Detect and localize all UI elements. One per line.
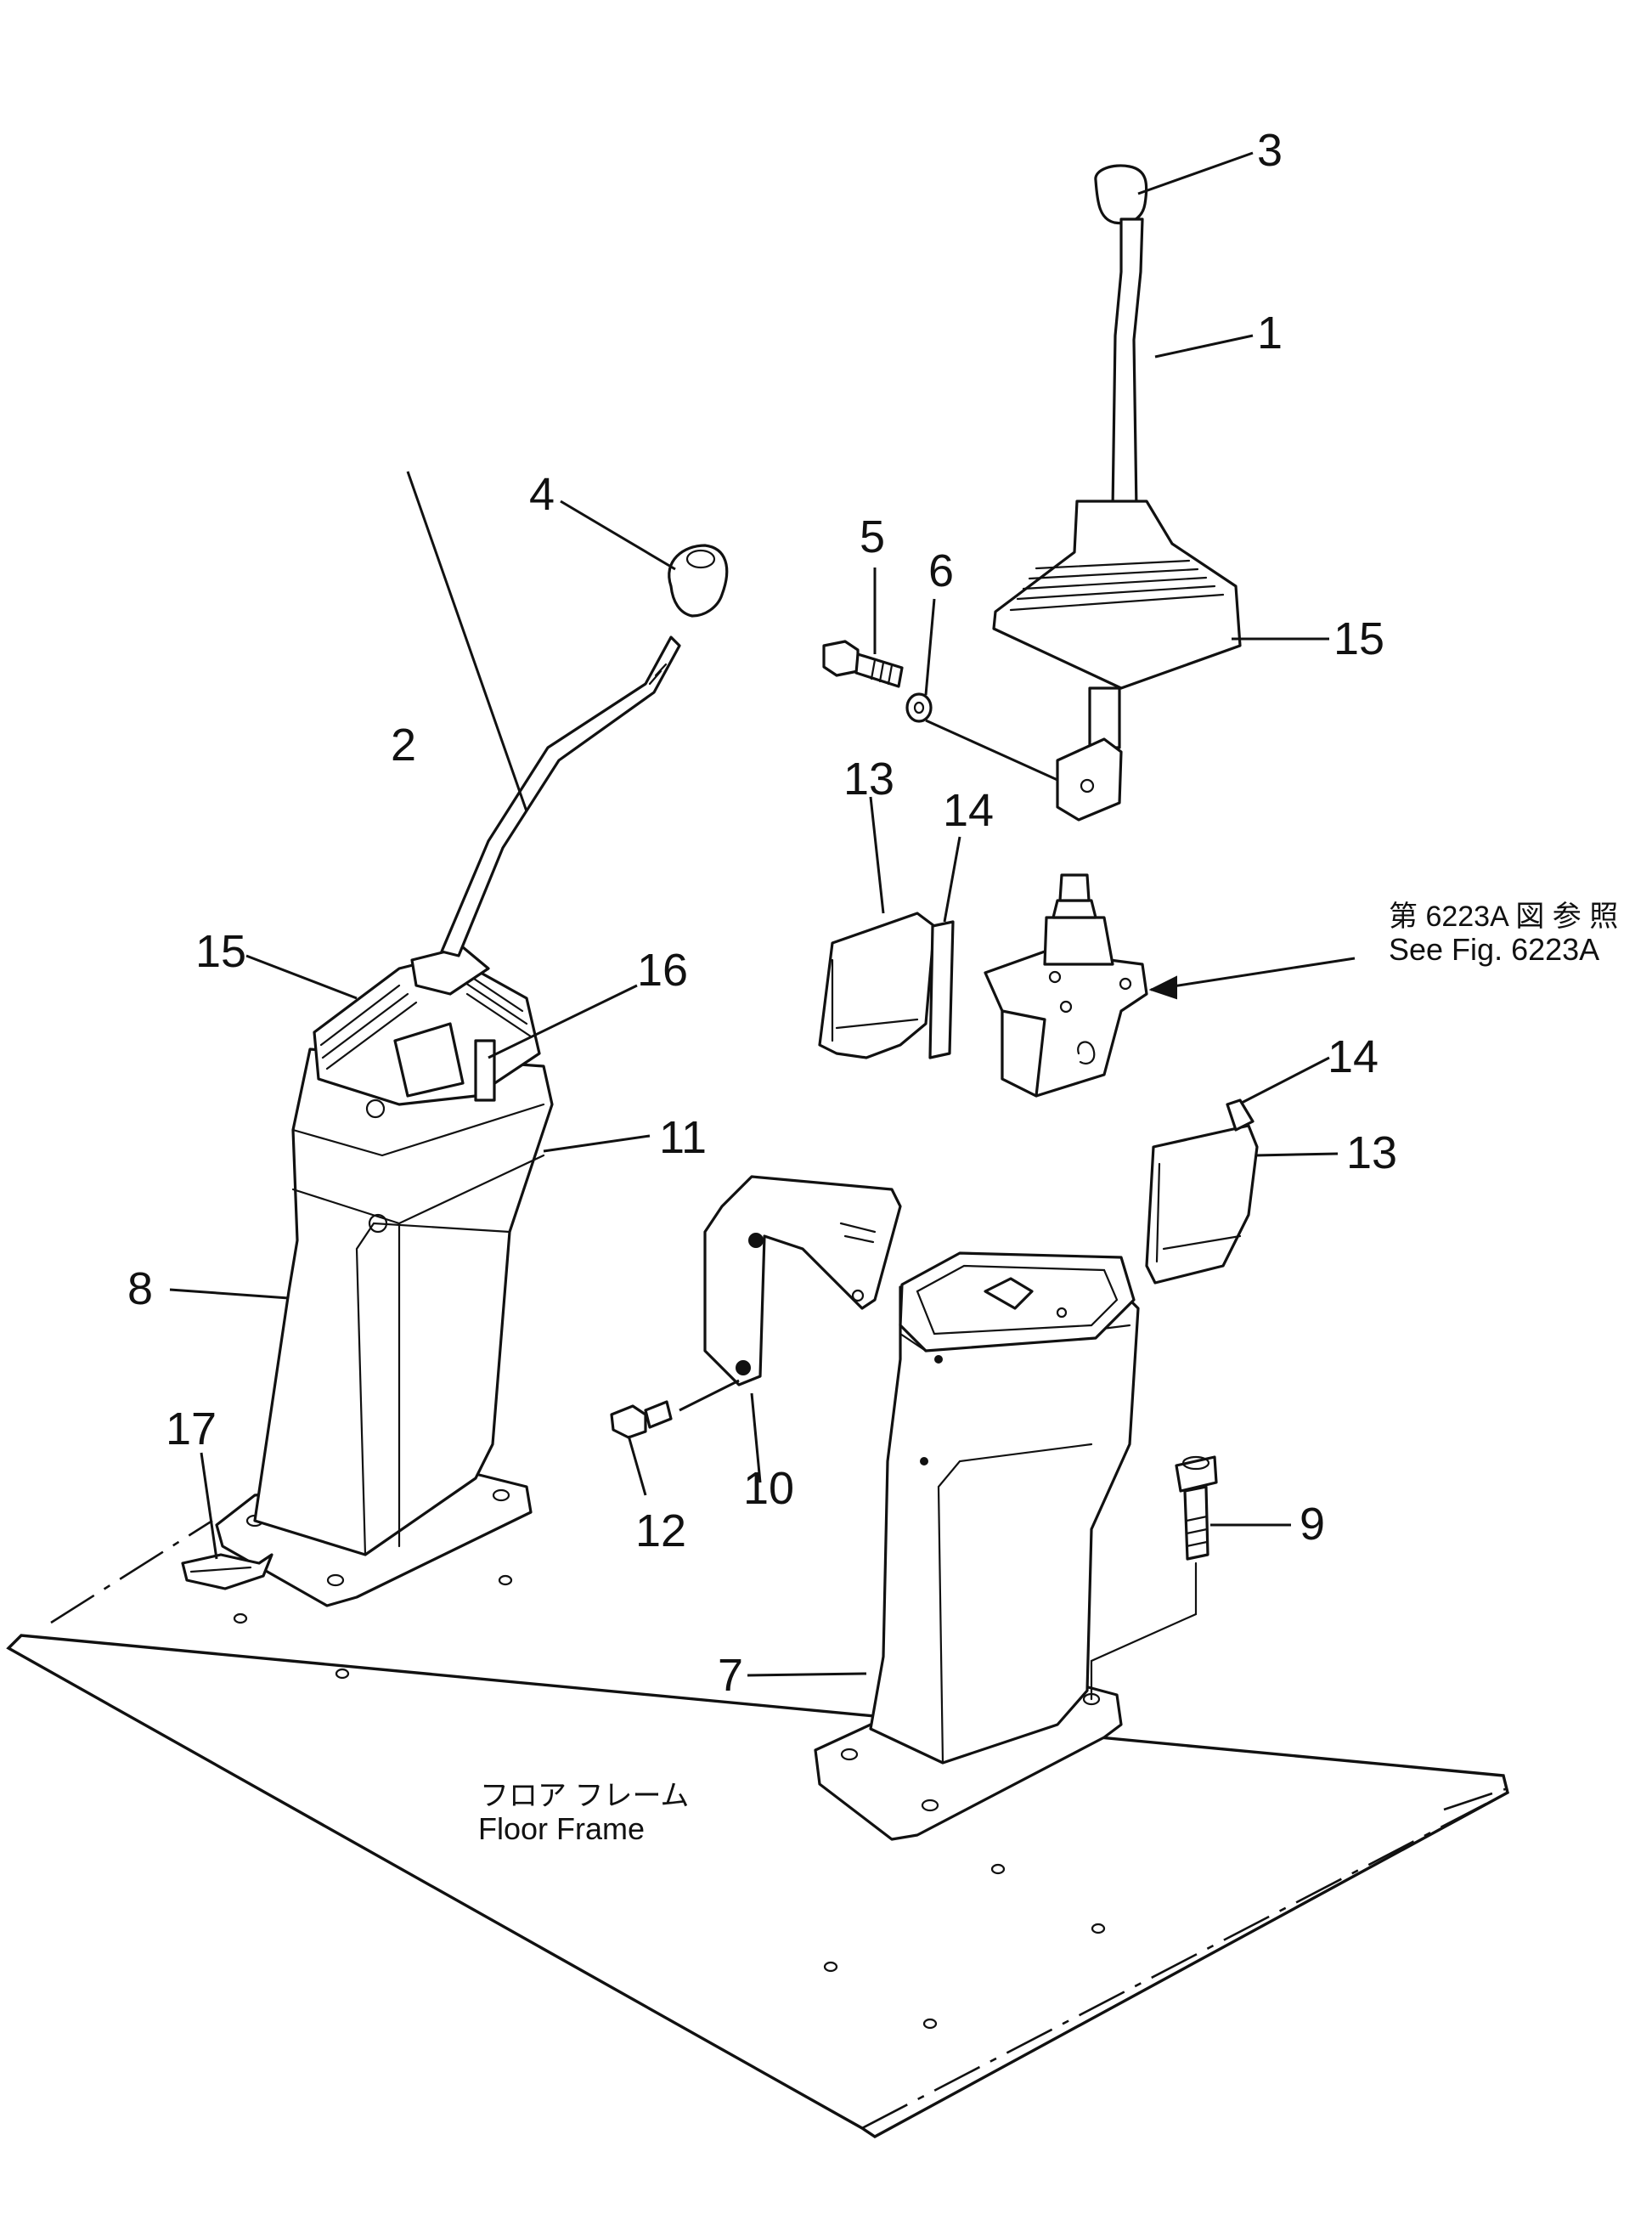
pilot-valve	[984, 873, 1148, 1098]
right-knob	[1094, 164, 1148, 225]
callout-1: 1	[1257, 308, 1283, 359]
reference-japanese: 第 6223A 図 参 照	[1389, 901, 1618, 933]
side-cover-right	[1145, 1124, 1259, 1285]
reference-note: 第 6223A 図 参 照 See Fig. 6223A	[1389, 901, 1618, 967]
side-cover-left	[818, 912, 936, 1059]
callout-15-right: 15	[1333, 613, 1384, 664]
callout-6: 6	[928, 545, 954, 596]
callout-14-left: 14	[943, 785, 994, 836]
callout-13-left: 13	[843, 754, 894, 805]
side-plate-right	[1226, 1098, 1255, 1132]
callout-17: 17	[166, 1403, 217, 1454]
floor-holes	[233, 1574, 1106, 2030]
callout-12: 12	[635, 1505, 686, 1556]
hose	[181, 1553, 273, 1590]
hex-bolt	[1090, 1455, 1218, 1701]
side-plate-left	[928, 920, 955, 1059]
callout-11: 11	[659, 1112, 707, 1163]
right-lever	[1111, 217, 1144, 511]
callout-15-left: 15	[195, 926, 246, 977]
callout-3: 3	[1257, 125, 1283, 176]
floor-frame	[6, 1519, 1509, 2138]
callout-7: 7	[718, 1650, 743, 1701]
floor-label: フロア フレーム Floor Frame	[478, 1780, 689, 1846]
callout-4: 4	[529, 469, 555, 520]
washer	[905, 692, 933, 723]
callout-16: 16	[637, 945, 688, 996]
callout-10: 10	[743, 1463, 794, 1514]
bolt	[822, 640, 904, 688]
right-boot	[992, 500, 1242, 822]
floor-label-japanese: フロア フレーム	[480, 1780, 689, 1812]
left-console-stand	[215, 946, 554, 1607]
callout-8: 8	[127, 1263, 153, 1314]
bracket	[703, 1175, 902, 1386]
screw	[610, 1400, 673, 1439]
callout-13-right: 13	[1346, 1127, 1397, 1178]
callout-5: 5	[860, 511, 885, 562]
leader-lines	[169, 151, 1356, 1677]
left-knob	[668, 544, 729, 618]
callout-9: 9	[1300, 1499, 1325, 1550]
floor-label-english: Floor Frame	[478, 1811, 645, 1846]
left-lever	[440, 635, 681, 957]
callout-2: 2	[391, 720, 416, 771]
reference-english: See Fig. 6223A	[1389, 932, 1599, 967]
right-console-stand	[814, 1251, 1140, 1841]
callouts: 1 2 3 4 5 6 7 8 9 10 11 12 13 13 14 14 1…	[127, 125, 1397, 1701]
callout-14-right: 14	[1328, 1031, 1379, 1082]
